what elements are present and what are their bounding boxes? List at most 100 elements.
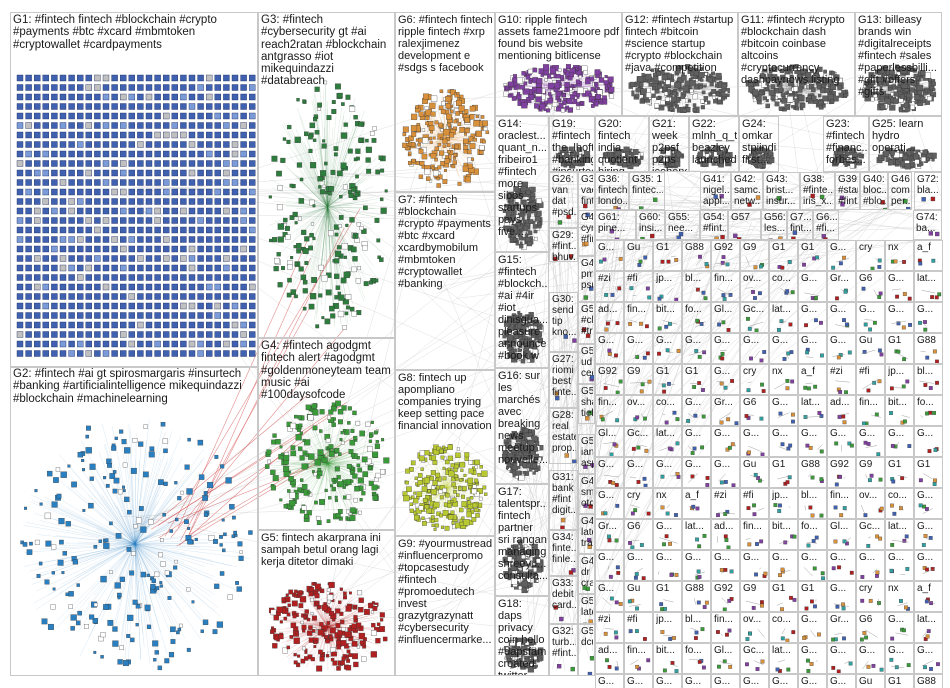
node[interactable] xyxy=(433,170,440,177)
node[interactable] xyxy=(85,321,93,329)
node[interactable] xyxy=(214,283,222,291)
node[interactable] xyxy=(248,245,256,253)
node[interactable] xyxy=(16,188,24,196)
node[interactable] xyxy=(447,455,454,462)
node[interactable] xyxy=(154,207,161,215)
node[interactable] xyxy=(102,283,110,291)
node[interactable] xyxy=(34,169,41,177)
node[interactable] xyxy=(279,498,283,502)
node[interactable] xyxy=(822,77,829,84)
node[interactable] xyxy=(445,103,451,109)
node[interactable] xyxy=(371,484,378,491)
node[interactable] xyxy=(16,74,24,82)
node[interactable] xyxy=(459,461,466,468)
node[interactable] xyxy=(231,534,236,539)
node[interactable] xyxy=(365,157,371,163)
node[interactable] xyxy=(102,312,110,319)
node[interactable] xyxy=(171,160,179,167)
node[interactable] xyxy=(59,179,67,186)
node[interactable] xyxy=(188,350,196,357)
node[interactable] xyxy=(51,501,58,508)
node[interactable] xyxy=(137,93,144,101)
node[interactable] xyxy=(325,638,330,644)
node[interactable] xyxy=(68,122,75,129)
node[interactable] xyxy=(456,447,460,451)
node[interactable] xyxy=(25,160,32,167)
node[interactable] xyxy=(330,169,336,175)
node[interactable] xyxy=(569,87,573,91)
node[interactable] xyxy=(214,179,222,186)
node[interactable] xyxy=(422,498,428,503)
node[interactable] xyxy=(34,283,41,291)
node[interactable] xyxy=(162,160,170,167)
node[interactable] xyxy=(380,618,384,622)
node[interactable] xyxy=(85,264,93,272)
node[interactable] xyxy=(590,87,595,92)
node[interactable] xyxy=(34,84,41,91)
node[interactable] xyxy=(464,117,470,123)
node[interactable] xyxy=(188,226,196,234)
node[interactable] xyxy=(154,245,161,253)
node[interactable] xyxy=(103,476,107,480)
node[interactable] xyxy=(334,258,340,264)
node[interactable] xyxy=(431,485,436,490)
node[interactable] xyxy=(188,302,196,310)
node[interactable] xyxy=(128,274,136,281)
node[interactable] xyxy=(154,650,159,655)
node[interactable] xyxy=(334,498,338,502)
node[interactable] xyxy=(371,622,376,628)
node[interactable] xyxy=(94,169,101,177)
node[interactable] xyxy=(154,74,161,82)
node[interactable] xyxy=(137,207,144,215)
node[interactable] xyxy=(523,88,530,95)
node[interactable] xyxy=(248,141,256,148)
node[interactable] xyxy=(25,302,32,310)
node[interactable] xyxy=(47,623,54,630)
node[interactable] xyxy=(168,652,175,658)
node[interactable] xyxy=(367,446,373,452)
node[interactable] xyxy=(50,604,56,610)
node[interactable] xyxy=(16,340,24,348)
node[interactable] xyxy=(430,95,438,102)
node[interactable] xyxy=(411,158,416,163)
node[interactable] xyxy=(341,656,346,661)
node[interactable] xyxy=(580,101,584,105)
node[interactable] xyxy=(270,485,276,491)
node[interactable] xyxy=(59,169,67,177)
node[interactable] xyxy=(248,293,256,300)
node[interactable] xyxy=(145,245,153,253)
node[interactable] xyxy=(207,481,214,489)
node[interactable] xyxy=(162,179,170,186)
node[interactable] xyxy=(321,275,328,282)
node[interactable] xyxy=(112,626,118,632)
node[interactable] xyxy=(34,274,41,281)
node[interactable] xyxy=(137,255,144,262)
node[interactable] xyxy=(536,87,543,94)
node[interactable] xyxy=(324,161,328,166)
node[interactable] xyxy=(119,274,127,281)
node[interactable] xyxy=(59,236,67,243)
node[interactable] xyxy=(248,302,256,310)
node[interactable] xyxy=(568,107,573,113)
node[interactable] xyxy=(44,579,50,585)
node[interactable] xyxy=(205,160,213,167)
node[interactable] xyxy=(304,260,309,265)
node[interactable] xyxy=(167,596,172,600)
node[interactable] xyxy=(310,597,315,602)
node[interactable] xyxy=(442,487,447,493)
node[interactable] xyxy=(85,74,93,82)
node[interactable] xyxy=(350,428,355,433)
node[interactable] xyxy=(94,274,101,281)
node[interactable] xyxy=(16,302,24,310)
node[interactable] xyxy=(231,302,239,310)
node[interactable] xyxy=(70,614,77,621)
node[interactable] xyxy=(248,331,256,338)
node[interactable] xyxy=(411,495,415,500)
node[interactable] xyxy=(111,150,118,158)
node[interactable] xyxy=(290,622,297,628)
node[interactable] xyxy=(332,660,338,666)
node[interactable] xyxy=(128,207,136,215)
node[interactable] xyxy=(434,120,439,125)
node[interactable] xyxy=(299,177,304,182)
node[interactable] xyxy=(248,207,256,215)
